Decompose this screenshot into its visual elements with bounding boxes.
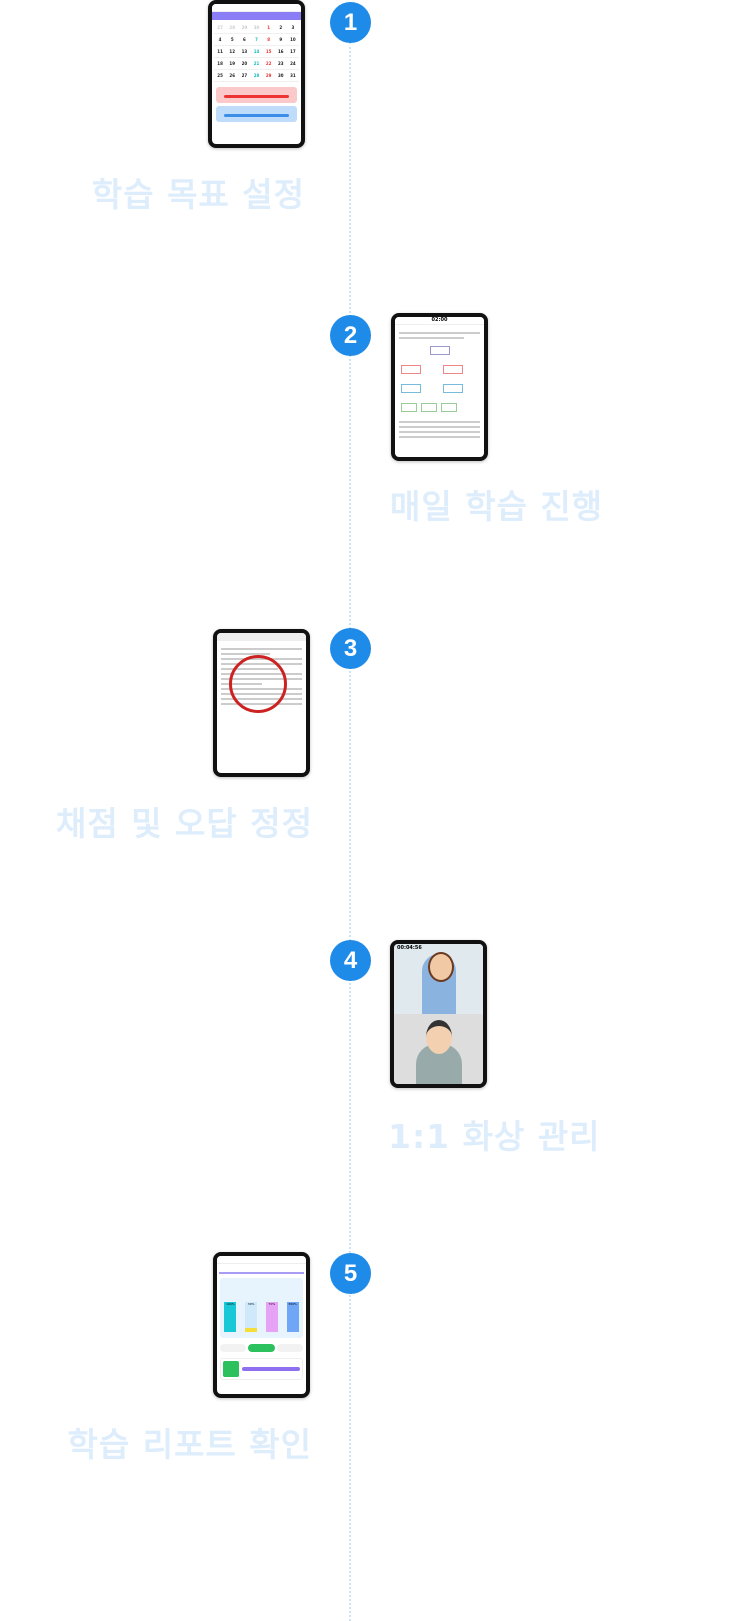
calendar-day: 31 xyxy=(286,70,299,82)
calendar-day: 9 xyxy=(274,34,287,46)
calendar-day: 30 xyxy=(274,70,287,82)
daily-goal-slider xyxy=(216,87,297,103)
call-timer: 00:04:56 xyxy=(397,945,422,951)
student-video xyxy=(394,1014,483,1084)
calendar-day: 21 xyxy=(250,58,263,70)
calendar-day: 10 xyxy=(286,34,299,46)
timeline-line xyxy=(349,42,351,1621)
calendar-day: 1 xyxy=(262,22,275,34)
step-title-5: 학습 리포트 확인 xyxy=(67,1425,312,1464)
tablet-report: 100% 30% 70% 300% xyxy=(213,1252,310,1398)
step-number-3: 3 xyxy=(330,628,371,669)
step-title-2: 매일 학습 진행 xyxy=(390,487,604,526)
calendar-day: 24 xyxy=(286,58,299,70)
calendar-header xyxy=(212,12,301,20)
calendar-day: 6 xyxy=(238,34,251,46)
tablet-grading xyxy=(213,629,310,777)
step-number-5: 5 xyxy=(330,1253,371,1294)
calendar-day: 11 xyxy=(214,46,227,58)
calendar-day: 13 xyxy=(238,46,251,58)
calendar-day: 3 xyxy=(286,22,299,34)
calendar-day: 29 xyxy=(238,22,251,34)
step-title-4: 1:1 화상 관리 xyxy=(388,1117,601,1156)
calendar-day: 5 xyxy=(226,34,239,46)
calendar-day: 19 xyxy=(226,58,239,70)
calendar-day: 16 xyxy=(274,46,287,58)
calendar-day: 25 xyxy=(214,70,227,82)
calendar-day: 12 xyxy=(226,46,239,58)
calendar-day: 28 xyxy=(250,70,263,82)
step-number-4: 4 xyxy=(330,940,371,981)
teacher-video: 00:04:56 xyxy=(394,944,483,1014)
calendar-day: 4 xyxy=(214,34,227,46)
calendar-day: 15 xyxy=(262,46,275,58)
calendar-day: 20 xyxy=(238,58,251,70)
tablet-daily-study: 02:00 xyxy=(391,313,488,461)
step-number-1: 1 xyxy=(330,2,371,43)
calendar-day: 8 xyxy=(262,34,275,46)
grading-circle-mark xyxy=(229,655,287,713)
report-chart: 100% 30% 70% 300% xyxy=(220,1278,303,1338)
timer: 02:00 xyxy=(395,317,484,325)
calendar-day: 17 xyxy=(286,46,299,58)
tablet-video-call: 00:04:56 xyxy=(390,940,487,1088)
calendar-day: 22 xyxy=(262,58,275,70)
calendar-day: 27 xyxy=(238,70,251,82)
step-title-1: 학습 목표 설정 xyxy=(91,175,305,214)
calendar-day: 29 xyxy=(262,70,275,82)
calendar-day: 28 xyxy=(226,22,239,34)
step-title-3: 채점 및 오답 정정 xyxy=(56,804,313,843)
step-number-2: 2 xyxy=(330,315,371,356)
calendar-day: 27 xyxy=(214,22,227,34)
weekly-goal-slider xyxy=(216,106,297,122)
calendar-day: 30 xyxy=(250,22,263,34)
calendar-day: 26 xyxy=(226,70,239,82)
calendar-day: 18 xyxy=(214,58,227,70)
calendar-day: 14 xyxy=(250,46,263,58)
calendar-day: 23 xyxy=(274,58,287,70)
calendar-day: 2 xyxy=(274,22,287,34)
calendar-day: 7 xyxy=(250,34,263,46)
